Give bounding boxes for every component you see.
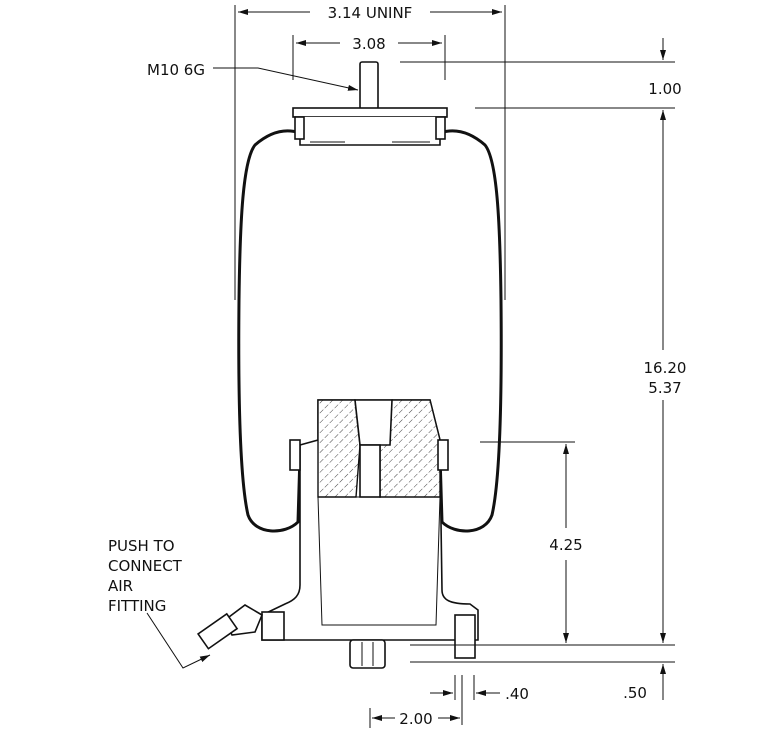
bead-plate-width-label: 3.08 [352, 35, 385, 53]
mounting-stud [359, 61, 379, 110]
max-height-label: 16.20 [644, 359, 687, 377]
stud-thread-label: M10 6G [147, 61, 205, 79]
base-offset-label: .50 [623, 684, 647, 702]
piston [261, 399, 479, 669]
fitting-leader [146, 612, 211, 669]
dimension-labels: 3.14 UNINF 3.08 1.00 16.20 5.37 4.25 .50… [108, 4, 686, 728]
air-fitting [196, 604, 285, 650]
piston-foot [349, 639, 386, 669]
fitting-label-line2: CONNECT [108, 557, 183, 575]
lug-offset-label: 2.00 [399, 710, 432, 728]
min-height-label: 5.37 [648, 379, 681, 397]
piston-height-label: 4.25 [549, 536, 582, 554]
bellows [237, 129, 503, 533]
dimension-lines [146, 5, 675, 728]
piston-lug [454, 614, 476, 659]
lug-width-label: .40 [505, 685, 529, 703]
stud-leader [213, 67, 359, 91]
overall-width-label: 3.14 UNINF [328, 4, 413, 22]
stud-height-label: 1.00 [648, 80, 681, 98]
fitting-label-line1: PUSH TO [108, 537, 175, 555]
top-bead-plate [292, 61, 448, 146]
fitting-label-line4: FITTING [108, 597, 166, 615]
fitting-label-line3: AIR [108, 577, 133, 595]
